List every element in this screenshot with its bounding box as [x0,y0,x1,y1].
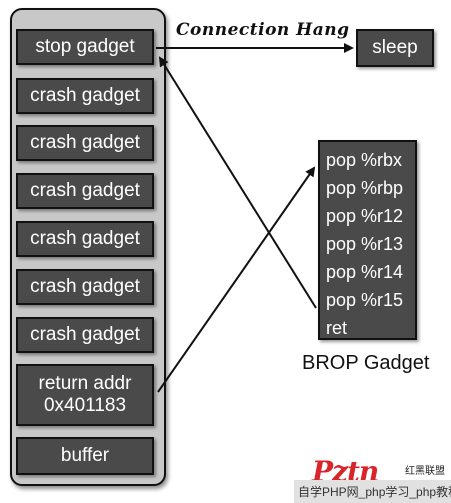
brop-gadget-box: pop %rbx pop %rbp pop %r12 pop %r13 pop … [318,140,417,340]
watermark-logo-sub: 红黑联盟 [405,466,445,477]
sleep-box: sleep [356,29,434,67]
stack-slot-return-addr: return addr 0x401183 [16,364,154,426]
gadget-instruction: pop %r13 [326,234,404,254]
stack-slot-stop-gadget: stop gadget [16,29,154,65]
gadget-instruction: pop %r12 [326,206,404,226]
stack-slot-label: buffer [60,445,110,466]
watermark-footer-text: 自学PHP网_php学习_php教程 [298,485,451,499]
gadget-instruction: pop %r14 [326,262,404,282]
stack-slot-label: crash gadget [30,132,140,153]
stack-slot-crash-gadget: crash gadget [16,317,154,353]
stack-slot-label: crash gadget [30,276,140,297]
stack-slot-label-line2: 0x401183 [43,395,127,416]
stack-slot-label: crash gadget [30,324,140,345]
stack-slot-label-line1: return addr [38,373,132,394]
stack-slot-crash-gadget: crash gadget [16,125,154,161]
gadget-instruction: pop %rbp [326,178,404,198]
stack-slot-label: crash gadget [30,85,140,106]
stack-slot-label: crash gadget [30,228,140,249]
arrow-return-addr-to-gadget [157,166,316,393]
stack-slot-buffer: buffer [16,437,154,475]
brop-gadget-caption: BROP Gadget [302,352,430,374]
stack-slot-crash-gadget: crash gadget [16,221,154,257]
stack-slot-crash-gadget: crash gadget [16,269,154,305]
arrow-ret-to-stop-gadget [158,56,317,309]
watermark-footer: 自学PHP网_php学习_php教程 [294,480,451,503]
stack-slot-crash-gadget: crash gadget [16,78,154,114]
gadget-instruction: ret [326,318,348,338]
stack-slot-crash-gadget: crash gadget [16,173,154,209]
stack-slot-label: stop gadget [35,36,135,57]
connection-hang-label: Connection Hang [176,20,350,40]
gadget-instruction: pop %r15 [326,290,404,310]
sleep-label: sleep [372,37,418,58]
gadget-instruction: pop %rbx [326,150,403,170]
stack-slot-label: crash gadget [30,180,140,201]
